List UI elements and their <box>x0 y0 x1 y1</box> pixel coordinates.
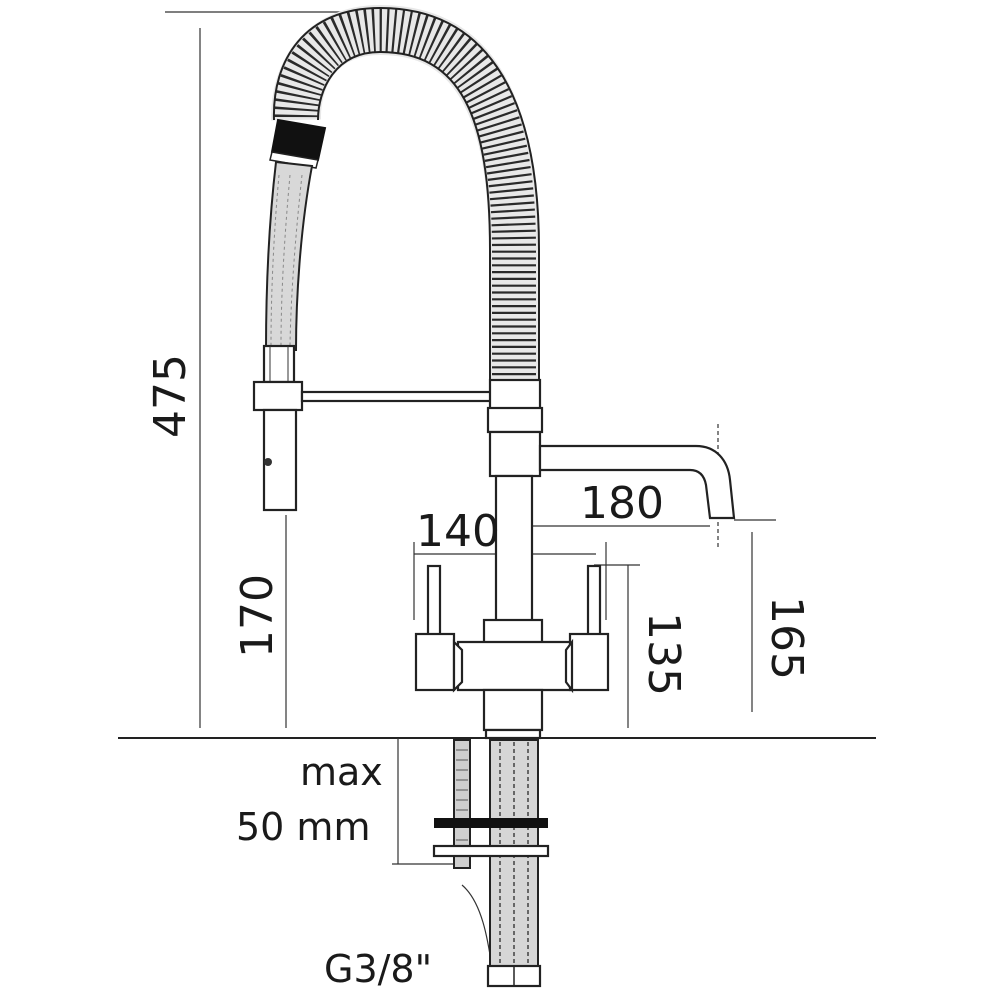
dim-spout-reach: 180 <box>580 478 664 529</box>
spray-head <box>252 344 304 512</box>
spring-coil-hose <box>271 4 540 382</box>
mixer-body <box>456 618 574 740</box>
left-handle <box>414 564 464 693</box>
fixed-spout <box>538 444 736 520</box>
dim-total-height: 475 <box>145 354 196 438</box>
right-handle <box>564 564 610 694</box>
dim-handle-span: 140 <box>416 506 500 557</box>
max-thickness-label-1: max <box>300 750 383 794</box>
dim-handle-height: 135 <box>638 612 689 696</box>
faucet-column <box>486 378 544 628</box>
mounting-washer <box>432 818 550 858</box>
dim-spray-height: 170 <box>232 574 283 658</box>
connection-thread-label: G3/8" <box>324 947 432 991</box>
supply-hoses <box>486 739 542 988</box>
mounting-stud <box>453 739 471 869</box>
dim-spout-height: 165 <box>761 596 812 680</box>
spray-holder-arm <box>300 390 494 403</box>
max-thickness-label-2: 50 mm <box>236 805 370 849</box>
braided-spray-hose <box>264 160 314 351</box>
hose-collar <box>269 118 327 169</box>
